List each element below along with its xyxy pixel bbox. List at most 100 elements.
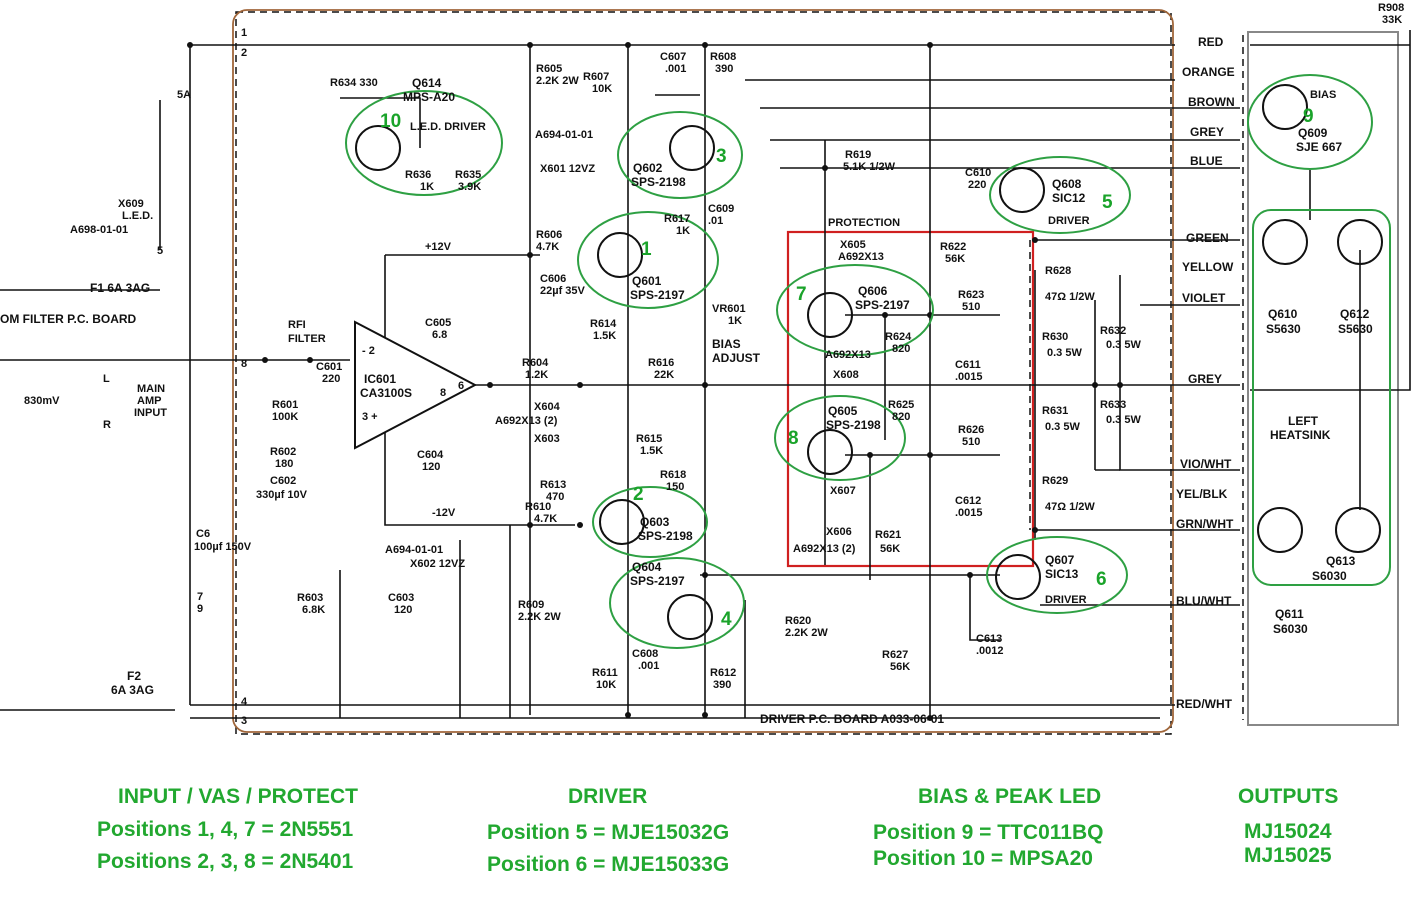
svg-text:R626: R626	[958, 424, 984, 436]
svg-text:SJE 667: SJE 667	[1296, 140, 1342, 154]
svg-text:C613: C613	[976, 633, 1002, 645]
svg-text:330µf 10V: 330µf 10V	[256, 489, 308, 501]
svg-text:R631: R631	[1042, 405, 1068, 417]
svg-text:1K: 1K	[676, 225, 690, 237]
svg-text:R607: R607	[583, 71, 609, 83]
svg-text:.001: .001	[665, 63, 686, 75]
legend-line: MJ15025	[1244, 844, 1332, 867]
svg-text:R623: R623	[958, 289, 984, 301]
svg-text:DRIVER: DRIVER	[1045, 594, 1087, 606]
svg-text:0.3 5W: 0.3 5W	[1106, 414, 1141, 426]
svg-text:5.1K 1/2W: 5.1K 1/2W	[843, 161, 896, 173]
svg-text:4.7K: 4.7K	[534, 513, 557, 525]
svg-text:1.5K: 1.5K	[640, 445, 663, 457]
svg-text:C603: C603	[388, 592, 414, 604]
svg-text:.01: .01	[708, 215, 723, 227]
svg-text:X601 12VZ: X601 12VZ	[540, 163, 595, 175]
svg-text:X603: X603	[534, 433, 560, 445]
svg-text:R610: R610	[525, 501, 551, 513]
svg-text:BROWN: BROWN	[1188, 95, 1235, 109]
transistor-symbols	[355, 84, 1383, 640]
svg-text:1.2K: 1.2K	[525, 369, 548, 381]
svg-text:Q602: Q602	[633, 161, 663, 175]
svg-text:Q604: Q604	[632, 560, 662, 574]
svg-text:Q614: Q614	[412, 76, 442, 90]
svg-text:220: 220	[322, 373, 340, 385]
svg-text:R636: R636	[405, 169, 431, 181]
svg-text:510: 510	[962, 436, 980, 448]
misc-labels: DRIVER P.C. BOARD A033-06-01 OM FILTER P…	[0, 2, 1404, 727]
svg-text:GREEN: GREEN	[1186, 231, 1229, 245]
pos-10: 10	[380, 111, 401, 132]
svg-text:.001: .001	[638, 660, 659, 672]
svg-text:X605: X605	[840, 239, 866, 251]
heatsink-outline	[1247, 31, 1399, 726]
svg-text:Q611: Q611	[1275, 607, 1304, 621]
svg-text:3.9K: 3.9K	[458, 181, 481, 193]
svg-text:120: 120	[394, 604, 412, 616]
svg-text:R615: R615	[636, 433, 662, 445]
svg-text:22K: 22K	[654, 369, 674, 381]
svg-text:2: 2	[241, 47, 247, 59]
svg-text:S6030: S6030	[1273, 622, 1308, 636]
svg-text:56K: 56K	[945, 253, 965, 265]
wiring	[0, 30, 1411, 719]
svg-text:RED: RED	[1198, 35, 1224, 49]
svg-text:R632: R632	[1100, 325, 1126, 337]
svg-text:R630: R630	[1042, 331, 1068, 343]
legend-bias-heading: BIAS & PEAK LED	[918, 785, 1102, 808]
pos-1: 1	[641, 239, 652, 260]
svg-text:8: 8	[241, 358, 247, 370]
pos-7: 7	[796, 284, 807, 305]
svg-text:R606: R606	[536, 229, 562, 241]
svg-text:.0015: .0015	[955, 507, 983, 519]
svg-text:C611: C611	[955, 359, 981, 371]
svg-text:.0015: .0015	[955, 371, 983, 383]
svg-text:C607: C607	[660, 51, 686, 63]
svg-text:6.8K: 6.8K	[302, 604, 325, 616]
svg-text:8: 8	[440, 387, 446, 399]
svg-text:120: 120	[422, 461, 440, 473]
wire-color-labels: RED ORANGE BROWN GREY BLUE GREEN YELLOW …	[1176, 35, 1235, 711]
svg-text:BLUE: BLUE	[1190, 154, 1223, 168]
svg-text:+12V: +12V	[425, 241, 452, 253]
svg-text:R616: R616	[648, 357, 674, 369]
svg-text:6: 6	[458, 380, 464, 392]
pos-5: 5	[1102, 192, 1113, 213]
svg-text:47Ω 1/2W: 47Ω 1/2W	[1045, 291, 1095, 303]
svg-text:.0012: .0012	[976, 645, 1004, 657]
svg-text:VR601: VR601	[712, 303, 746, 315]
svg-text:INPUT: INPUT	[134, 407, 167, 419]
svg-text:C604: C604	[417, 449, 444, 461]
svg-text:R625: R625	[888, 399, 914, 411]
svg-text:RED/WHT: RED/WHT	[1176, 697, 1233, 711]
legend-outputs-lines: MJ15024 MJ15025	[1244, 820, 1332, 868]
svg-text:L.E.D. DRIVER: L.E.D. DRIVER	[410, 121, 486, 133]
svg-text:X608: X608	[833, 369, 859, 381]
pos-8: 8	[788, 428, 799, 449]
svg-text:S6030: S6030	[1312, 569, 1347, 583]
svg-text:R627: R627	[882, 649, 908, 661]
svg-text:R614: R614	[590, 318, 617, 330]
transistor-labels: Q614 MPS-A20 L.E.D. DRIVER Q602 SPS-2198…	[403, 76, 1373, 636]
svg-text:56K: 56K	[880, 543, 900, 555]
svg-text:C601: C601	[316, 361, 342, 373]
svg-text:-12V: -12V	[432, 507, 456, 519]
amplifier-schematic: IC601 CA3100S - 2 3 + 6 8	[0, 2, 1411, 735]
driver-board-outline	[235, 11, 1172, 735]
svg-text:1: 1	[241, 27, 247, 39]
svg-text:180: 180	[275, 458, 293, 470]
opamp-part: CA3100S	[360, 386, 412, 400]
svg-text:C608: C608	[632, 648, 658, 660]
svg-text:VIOLET: VIOLET	[1182, 291, 1226, 305]
svg-text:33K: 33K	[1382, 14, 1402, 26]
opamp-ic601: IC601 CA3100S - 2 3 + 6 8	[354, 320, 478, 450]
svg-text:470: 470	[546, 491, 564, 503]
svg-text:R634 330: R634 330	[330, 77, 378, 89]
pos-6: 6	[1096, 569, 1107, 590]
position-rings	[345, 74, 1391, 649]
svg-text:S5630: S5630	[1338, 322, 1373, 336]
svg-text:L: L	[103, 373, 110, 385]
board-label: DRIVER P.C. BOARD A033-06-01	[760, 712, 944, 726]
svg-text:4.7K: 4.7K	[536, 241, 559, 253]
